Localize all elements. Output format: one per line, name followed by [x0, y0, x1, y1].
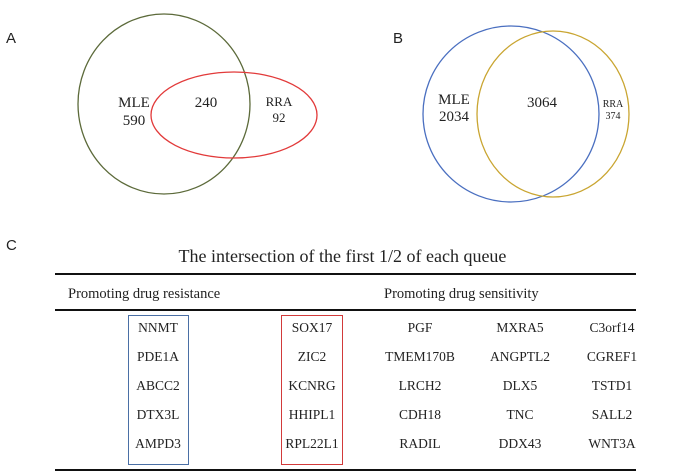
venn-a: MLE 590 240 RRA 92: [77, 13, 318, 195]
gene-cell: DTX3L: [136, 407, 180, 422]
gene-cell: PGF: [407, 320, 433, 335]
gene-cell: KCNRG: [288, 378, 336, 393]
venn-b-rra-set: [476, 30, 630, 198]
venn-a-overlap-value: 240: [195, 95, 218, 111]
gene-cell: RADIL: [399, 436, 441, 451]
header-resistance: Promoting drug resistance: [68, 286, 221, 302]
venn-b-mle-set: [422, 25, 600, 203]
venn-b: MLE 2034 3064 RRA 374: [422, 25, 630, 203]
gene-cell: PDE1A: [136, 349, 179, 364]
venn-b-rra-label: RRA: [603, 99, 624, 110]
gene-cell: CGREF1: [586, 349, 638, 364]
venn-diagrams: MLE 590 240 RRA 92 MLE 2034 3064 RRA 374: [77, 13, 630, 203]
venn-a-mle-label: MLE: [118, 95, 150, 111]
gene-cell: NNMT: [138, 320, 178, 335]
venn-a-mle-set: [77, 13, 251, 195]
gene-cell: CDH18: [398, 407, 441, 422]
gene-cell: AMPD3: [135, 436, 181, 451]
header-sensitivity: Promoting drug sensitivity: [384, 286, 539, 302]
gene-cell: DDX43: [498, 436, 542, 451]
venn-b-mle-label: MLE: [438, 92, 470, 108]
gene-cell: MXRA5: [496, 320, 544, 335]
gene-cell: C3orf14: [589, 320, 635, 335]
gene-cell: ANGPTL2: [490, 349, 550, 364]
gene-cell: SALL2: [591, 407, 633, 422]
gene-cell: ZIC2: [297, 349, 327, 364]
gene-cell: TNC: [506, 407, 534, 422]
venn-a-rra-value: 92: [273, 110, 286, 125]
venn-b-rra-value: 374: [606, 111, 621, 122]
venn-a-rra-set: [150, 71, 318, 159]
panel-label-b: B: [393, 30, 404, 47]
gene-cell: ABCC2: [136, 378, 180, 393]
gene-cell: RPL22L1: [285, 436, 339, 451]
gene-cell: TSTD1: [591, 378, 633, 393]
gene-cell: DLX5: [502, 378, 538, 393]
table-bottom-rule: [55, 469, 636, 471]
table-top-rule: [55, 273, 636, 275]
gene-cell: LRCH2: [398, 378, 442, 393]
gene-cell: HHIPL1: [288, 407, 336, 422]
resistance-highlight-box: [128, 315, 189, 465]
venn-b-overlap-value: 3064: [527, 95, 558, 111]
venn-a-rra-label: RRA: [266, 94, 293, 109]
panel-label-c: C: [6, 237, 17, 254]
table-title: The intersection of the first 1/2 of eac…: [178, 246, 507, 266]
gene-cell: SOX17: [291, 320, 333, 335]
gene-cell: TMEM170B: [385, 349, 455, 364]
venn-b-mle-value: 2034: [439, 109, 470, 125]
table-header-rule: [55, 309, 636, 311]
venn-a-mle-value: 590: [123, 113, 146, 129]
sensitivity-highlight-box: [281, 315, 343, 465]
panel-label-a: A: [6, 30, 17, 47]
gene-cell: WNT3A: [588, 436, 636, 451]
